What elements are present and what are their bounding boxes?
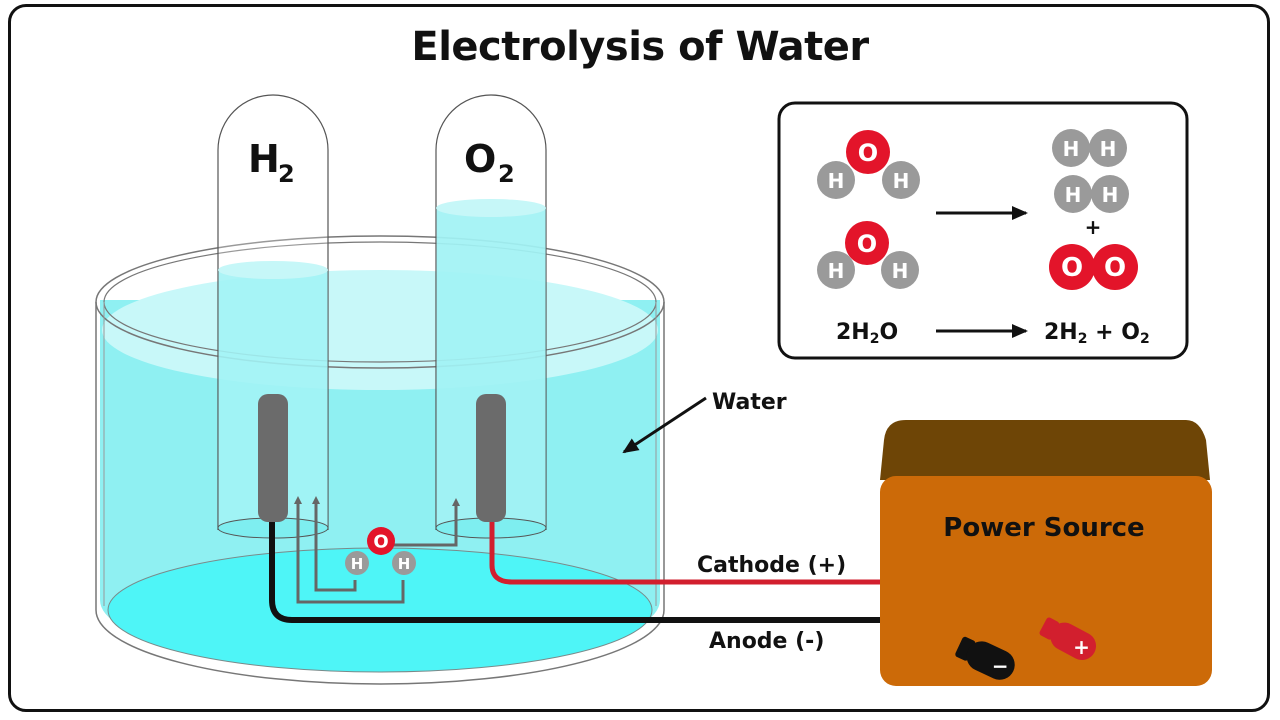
product-hydrogen-molecule: H H <box>1054 175 1129 213</box>
water-pointer-arrow <box>622 396 707 454</box>
reactant-water-molecule: H H O <box>817 221 919 289</box>
water-bottom <box>108 548 652 672</box>
reactant-water-molecule: H H O <box>817 130 920 199</box>
diagram-title: Electrolysis of Water <box>411 24 869 70</box>
power-source: Power Source <box>880 420 1212 686</box>
product-plus-sign: + <box>1085 215 1102 239</box>
water-label: Water <box>712 390 787 415</box>
power-source-label: Power Source <box>943 513 1144 543</box>
oxygen-atom: O <box>857 230 877 258</box>
product-oxygen-molecule: O O <box>1049 244 1138 290</box>
ion-migration-arrows <box>294 496 460 604</box>
water-molecule: H H O <box>345 527 416 575</box>
positive-clip: + <box>1039 617 1097 660</box>
oxygen-atom: O <box>1104 253 1126 283</box>
hydrogen-atom: H <box>893 169 910 193</box>
anode-wire <box>269 522 972 643</box>
hydrogen-atom: H <box>1100 137 1117 161</box>
hydrogen-tube-subscript: 2 <box>278 160 295 188</box>
hydrogen-electrode <box>258 394 288 522</box>
equation-reactant: 2H2O <box>836 320 898 347</box>
negative-terminal-sign: − <box>992 654 1009 678</box>
hydrogen-atom: H <box>828 169 845 193</box>
oxygen-atom: O <box>373 532 388 553</box>
reaction-box: H H O H H O H H H H + <box>777 101 1189 360</box>
oxygen-tube-subscript: 2 <box>498 160 515 188</box>
water-surface <box>102 270 658 390</box>
positive-terminal-sign: + <box>1073 635 1090 659</box>
oxygen-atom: O <box>858 139 878 167</box>
hydrogen-atom: H <box>1063 137 1080 161</box>
hydrogen-atom: H <box>351 555 364 573</box>
hydrogen-atom: H <box>828 259 845 283</box>
oxygen-tube-label: O <box>464 137 496 181</box>
cathode-label: Cathode (+) <box>697 553 846 578</box>
product-hydrogen-molecule: H H <box>1052 129 1127 167</box>
hydrogen-atom: H <box>892 259 909 283</box>
hydrogen-tube-label: H <box>248 137 280 181</box>
oxygen-electrode <box>476 394 506 522</box>
hydrogen-atom: H <box>1065 183 1082 207</box>
beaker <box>95 235 665 685</box>
oxygen-atom: O <box>1061 253 1083 283</box>
negative-clip: − <box>955 636 1015 680</box>
equation-product: 2H2 + O2 <box>1044 320 1150 347</box>
hydrogen-atom: H <box>398 555 411 573</box>
cathode-wire <box>489 522 1052 631</box>
anode-label: Anode (-) <box>709 629 824 654</box>
hydrogen-atom: H <box>1102 183 1119 207</box>
